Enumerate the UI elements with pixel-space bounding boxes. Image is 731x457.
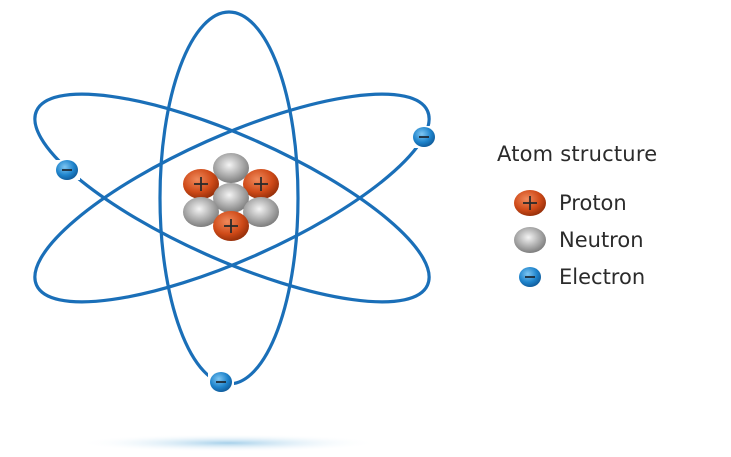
legend-item-neutron: Neutron	[497, 221, 657, 258]
orbits	[33, 10, 431, 386]
legend-item-electron: Electron	[497, 258, 657, 295]
legend: Atom structure Proton Neutron Electron	[497, 142, 657, 295]
shadow	[78, 434, 378, 452]
legend-title: Atom structure	[497, 142, 658, 166]
legend-label-electron: Electron	[559, 264, 646, 289]
neutron	[243, 197, 279, 227]
neutron	[213, 183, 249, 213]
neutron	[183, 197, 219, 227]
plus-icon	[194, 177, 268, 233]
nucleus	[183, 153, 279, 241]
legend-item-proton: Proton	[497, 184, 657, 221]
legend-label-neutron: Neutron	[559, 227, 644, 252]
minus-icon	[62, 136, 429, 383]
neutron-icon	[514, 226, 546, 253]
orbit-tilted-up	[33, 92, 431, 304]
electron-icon	[519, 266, 541, 287]
proton-icon	[514, 189, 546, 216]
neutron	[213, 153, 249, 183]
electrons	[56, 126, 436, 393]
orbit-tilted-down	[33, 92, 431, 304]
legend-label-proton: Proton	[559, 190, 627, 215]
